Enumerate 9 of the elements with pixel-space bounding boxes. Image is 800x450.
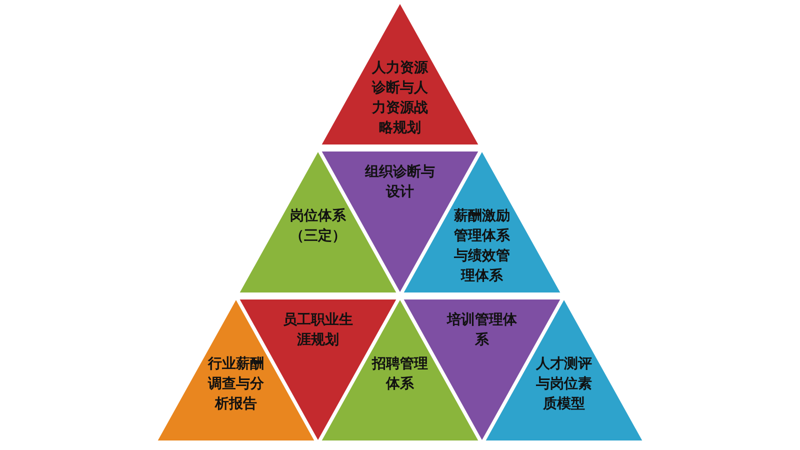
tile-label: 行业薪酬调查与分析报告: [207, 355, 265, 414]
tile-label: 薪酬激励管理体系与绩效管理体系: [453, 207, 511, 286]
tile-label: 人才测评与岗位素质模型: [535, 355, 593, 414]
tile-label: 岗位体系（三定）: [289, 207, 347, 246]
tile-label: 员工职业生涯规划: [282, 311, 354, 350]
tile-label: 组织诊断与设计: [364, 163, 436, 202]
tile-label: 招聘管理体系: [371, 355, 429, 394]
tile-label: 培训管理体系: [446, 310, 518, 350]
tile-label: 人力资源诊断与人力资源战略规划: [371, 59, 429, 138]
